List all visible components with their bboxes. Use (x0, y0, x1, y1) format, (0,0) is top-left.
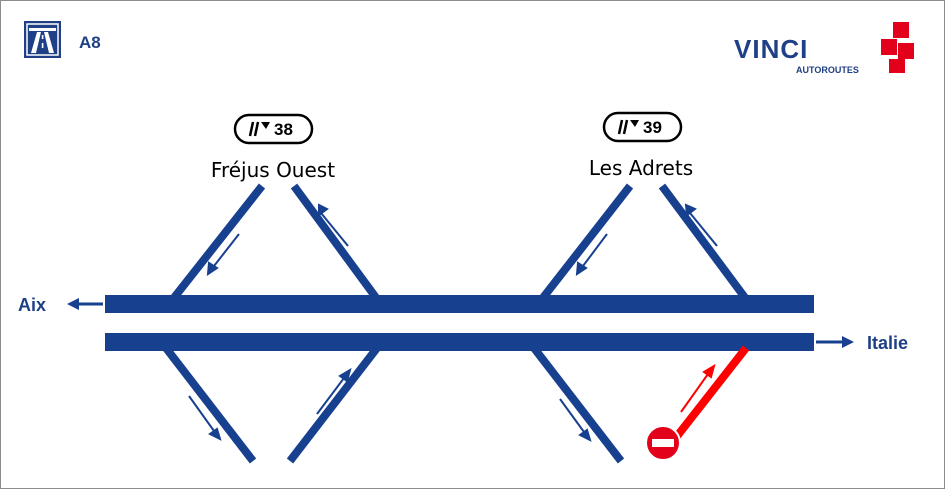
direction-east: Italie (867, 333, 908, 353)
exit-icon (248, 121, 270, 137)
direction-west: Aix (18, 295, 46, 315)
ramp-39-entry-to-aix (538, 183, 634, 302)
exit-icon (617, 119, 639, 135)
ramp-39-exit-from-italie (658, 183, 750, 302)
ramp-38-exit-from-aix (162, 345, 257, 464)
carriageway-eastbound (105, 333, 814, 351)
motorway-icon (24, 21, 61, 58)
ramp-38-exit-from-italie (290, 183, 381, 302)
exit-number: 38 (274, 120, 293, 139)
arrow-left-icon (67, 298, 103, 310)
ramp-direction-arrows (188, 203, 718, 442)
ramp-38-entry-to-aix (169, 183, 266, 302)
arrow-right-icon (816, 336, 854, 348)
exit-38-badge: 38 (233, 113, 314, 145)
exit-39-name: Les Adrets (589, 156, 693, 180)
carriageway-westbound (105, 295, 814, 313)
exit-39-badge: 39 (602, 111, 683, 143)
ramp-39-exit-from-aix (530, 345, 625, 464)
ramp-38-entry-to-italie (286, 345, 381, 464)
exit-38-name: Fréjus Ouest (211, 158, 335, 182)
vinci-logo: VINCI AUTOROUTES (734, 22, 914, 75)
vinci-mark-icon (881, 22, 914, 73)
ramp-39-entry-to-italie-closed (663, 345, 750, 452)
exit-number: 39 (643, 118, 662, 137)
motorway-name: A8 (79, 33, 101, 52)
brand-name: VINCI (734, 34, 808, 64)
no-entry-icon (645, 425, 681, 461)
closed-ramp-arrow (680, 363, 716, 413)
brand-sub: AUTOROUTES (796, 65, 859, 75)
